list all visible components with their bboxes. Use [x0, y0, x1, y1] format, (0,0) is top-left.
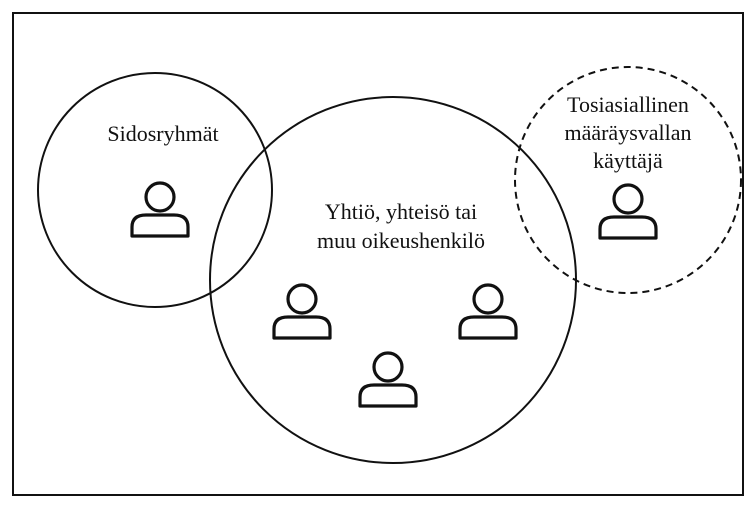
beneficial-owner-label-line3: käyttäjä: [593, 148, 663, 173]
beneficial-owner-label-line2: määräysvallan: [564, 120, 691, 145]
person-icon: [358, 351, 418, 408]
diagram-frame: [12, 12, 744, 496]
person-icon: [458, 283, 518, 340]
stakeholders-label: Sidosryhmät: [107, 121, 218, 146]
person-icon: [598, 183, 658, 240]
person-icon: [130, 181, 190, 238]
company-label-line1: Yhtiö, yhteisö tai: [325, 199, 477, 224]
person-icon: [272, 283, 332, 340]
beneficial-owner-circle: [514, 66, 742, 294]
company-label-line2: muu oikeushenkilö: [317, 228, 485, 253]
beneficial-owner-label-line1: Tosiasiallinen: [567, 92, 689, 117]
stakeholders-circle: [37, 72, 273, 308]
